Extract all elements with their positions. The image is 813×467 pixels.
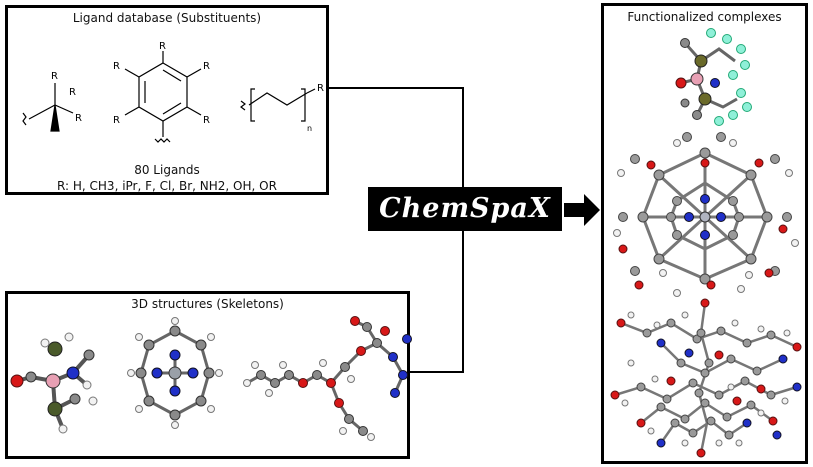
functionalized-complexes-panel: Functionalized complexes [601,3,808,464]
substituent-list: R: H, CH3, iPr, F, Cl, Br, NH2, OH, OR [57,179,277,193]
r-label: R [75,113,82,124]
r-label: R [317,83,324,94]
skeletons-panel: 3D structures (Skeletons) [5,291,412,459]
skeleton-molecules [10,316,412,441]
ligand-panel-title: Ligand database (Substituents) [72,11,262,25]
chemspax-box: ChemSpaX [368,187,562,231]
r-label: R [159,41,166,52]
r-label: R [69,87,76,98]
n-label: n [307,124,312,133]
chemspax-label: ChemSpaX [379,193,551,224]
r-label: R [113,115,120,126]
r-label: R [203,61,210,72]
arrow-right-icon [564,194,600,226]
complex-panel-title: Functionalized complexes [627,10,782,24]
r-label: R [51,71,58,82]
ligand-structures: R R R R R R R R R n [22,41,324,143]
ligand-database-panel: Ligand database (Substituents) R R R R [5,5,329,195]
ligand-count: 80 Ligands [134,163,200,177]
complex-molecules [610,28,802,458]
r-label: R [113,61,120,72]
skeleton-panel-title: 3D structures (Skeletons) [131,297,284,311]
r-label: R [203,115,210,126]
